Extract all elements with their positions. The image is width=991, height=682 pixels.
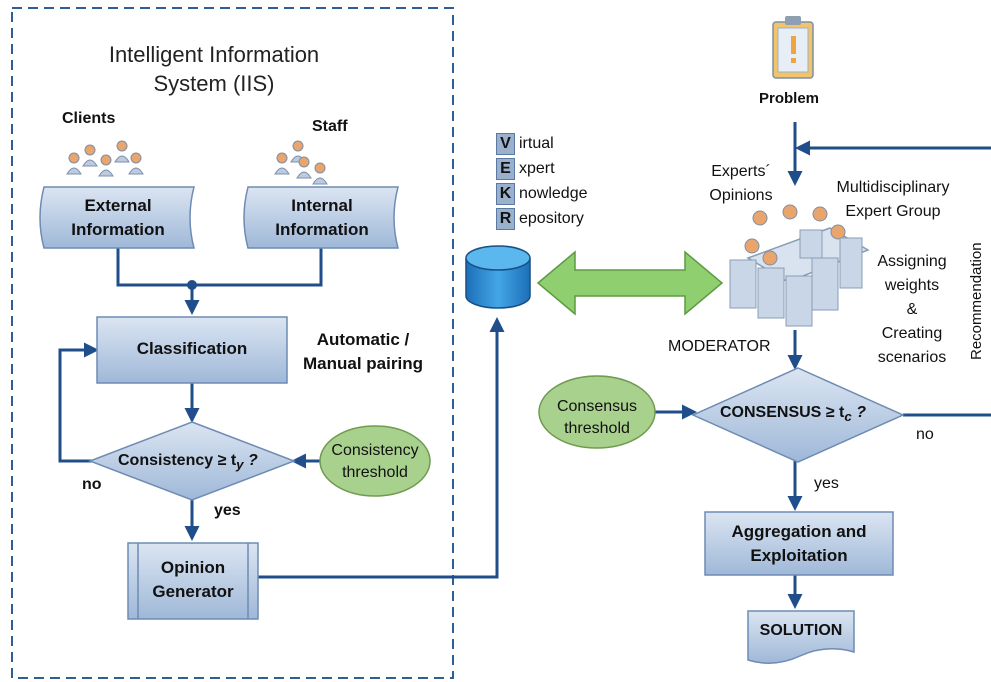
opinion-generator-box — [127, 542, 259, 620]
pairing-line2: Manual pairing — [303, 354, 423, 373]
external-line2: Information — [71, 220, 165, 239]
internal-line1: Internal — [291, 196, 353, 215]
eg-line2: Expert Group — [845, 203, 941, 220]
no-left-label: no — [82, 476, 102, 493]
vekr-word-k: nowledge — [519, 185, 588, 202]
problem-clipboard-icon — [772, 16, 814, 79]
vekr-row-v: V irtual — [496, 133, 554, 155]
external-information-box — [39, 186, 195, 249]
classification-box — [96, 316, 288, 384]
external-line1: External — [84, 196, 152, 215]
problem-label: Problem — [759, 90, 820, 107]
consensus-threshold-ellipse — [538, 375, 656, 449]
vekr-letter-k: K — [496, 183, 515, 205]
consensus-threshold-label: Consensus threshold — [540, 396, 654, 440]
consensus-q: ? — [851, 404, 866, 421]
vekr-row-r: R epository — [496, 208, 584, 230]
internal-line2: Information — [275, 220, 369, 239]
consistency-text: Consistency ≥ t — [118, 452, 237, 469]
classification-label: Classification — [136, 339, 248, 358]
experts-opinions-label: Experts´ Opinions — [695, 160, 787, 208]
aggregation-label: Aggregation and Exploitation — [705, 520, 893, 568]
no-right-label: no — [916, 426, 934, 443]
consensus-decision-label: CONSENSUS ≥ tc ? — [720, 404, 866, 424]
external-information-label: External Information — [44, 194, 192, 242]
consensus-subscript: c — [844, 409, 852, 425]
internal-information-label: Internal Information — [248, 194, 396, 242]
consistency-threshold-label: Consistency threshold — [320, 440, 430, 484]
staff-label: Staff — [312, 118, 348, 135]
ag-line2: Exploitation — [750, 546, 848, 565]
vekr-letter-e: E — [496, 158, 515, 180]
ct-line1: Consistency — [331, 442, 419, 459]
pairing-label: Automatic / Manual pairing — [298, 328, 428, 376]
clients-label: Clients — [62, 110, 116, 127]
expert-group-label: Multidisciplinary Expert Group — [818, 176, 968, 224]
iis-title-line1: Intelligent Information — [108, 42, 320, 67]
vekr-word-v: irtual — [519, 135, 554, 152]
consistency-decision — [87, 421, 297, 501]
iis-title-line2: System (IIS) — [153, 71, 275, 96]
consensus-text: CONSENSUS ≥ t — [720, 404, 845, 421]
ct-line2: threshold — [342, 464, 408, 481]
iis-container — [11, 7, 454, 679]
consistency-subscript: y — [236, 457, 244, 473]
yes-right-label: yes — [814, 475, 839, 492]
vekr-letter-r: R — [496, 208, 515, 230]
opinion-generator-label: Opinion Generator — [128, 556, 258, 604]
internal-information-box — [243, 186, 399, 249]
assigning-label: Assigning weights & Creating scenarios — [864, 250, 960, 370]
vekr-letter-v: V — [496, 133, 515, 155]
pairing-line1: Automatic / — [316, 330, 410, 349]
expert-group-meeting-icon — [729, 204, 870, 327]
consensus-decision — [691, 367, 905, 463]
og-line2: Generator — [152, 582, 234, 601]
solution-label: SOLUTION — [759, 622, 843, 639]
as-line2: weights — [884, 277, 940, 294]
solution-document — [747, 610, 855, 664]
vekr-row-k: K nowledge — [496, 183, 588, 205]
yes-left-label: yes — [214, 502, 241, 519]
clients-people-icon — [66, 140, 144, 177]
eg-line1: Multidisciplinary — [836, 179, 950, 196]
ag-line1: Aggregation and — [731, 522, 867, 541]
as-line1: Assigning — [877, 253, 947, 270]
consistency-q: ? — [243, 452, 258, 469]
eo-line2: Opinions — [709, 187, 773, 204]
vekr-database-icon — [465, 245, 531, 309]
cst-line2: threshold — [564, 420, 630, 437]
opinion-to-vekr-arrow — [258, 317, 505, 579]
cst-line1: Consensus — [556, 398, 638, 415]
info-merge-line — [116, 248, 323, 287]
as-line5: scenarios — [877, 349, 947, 366]
merge-dot — [187, 280, 197, 290]
as-line3: & — [906, 301, 918, 318]
staff-people-icon — [274, 140, 328, 185]
as-line4: Creating — [881, 325, 943, 342]
vekr-row-e: E xpert — [496, 158, 555, 180]
vekr-word-e: xpert — [519, 160, 555, 177]
vekr-exchange-arrow — [536, 250, 724, 316]
iis-title: Intelligent Information System (IIS) — [70, 40, 358, 98]
aggregation-box — [704, 511, 894, 576]
eo-line1: Experts´ — [711, 163, 771, 180]
recommendation-label: Recommendation — [968, 242, 985, 360]
og-line1: Opinion — [160, 558, 226, 577]
consistency-decision-label: Consistency ≥ ty ? — [118, 452, 258, 472]
consistency-threshold-ellipse — [319, 425, 431, 497]
vekr-word-r: epository — [519, 210, 584, 227]
moderator-label: MODERATOR — [668, 338, 771, 355]
